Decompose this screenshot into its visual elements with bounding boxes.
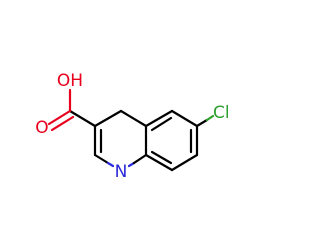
atom-labels: OH O N Cl (35, 71, 229, 182)
bond-c8-c8a-inner (150, 150, 173, 165)
bond-n-c8a (132, 153, 148, 165)
bond-c4a-c5-inner (150, 116, 173, 132)
bonds (47, 88, 215, 172)
structure-canvas: OH O N Cl (35, 71, 230, 182)
bond-c8-c8a (144, 153, 174, 172)
atom-label-n: N (115, 162, 128, 182)
bond-c3-cooh (68, 109, 97, 128)
bond-c6-cl-green (205, 114, 215, 122)
structure-diagram: OH O N Cl (35, 71, 229, 182)
atom-label-oh: OH (57, 71, 83, 91)
atom-label-cl: Cl (213, 103, 230, 123)
bond-c7-c8 (170, 153, 199, 172)
bond-c4-c4a (119, 109, 148, 128)
bond-c-o-double-b (50, 115, 75, 132)
bond-c-o-double-a (47, 109, 72, 126)
bond-c2-n-blue (106, 161, 115, 168)
bond-c3-c4 (93, 109, 123, 128)
bond-c4a-c5 (144, 109, 174, 128)
atom-label-o: O (35, 118, 48, 138)
bond-c2-n (93, 153, 110, 165)
bond-c5-c6 (170, 109, 199, 128)
bond-c6-cl (195, 118, 209, 128)
